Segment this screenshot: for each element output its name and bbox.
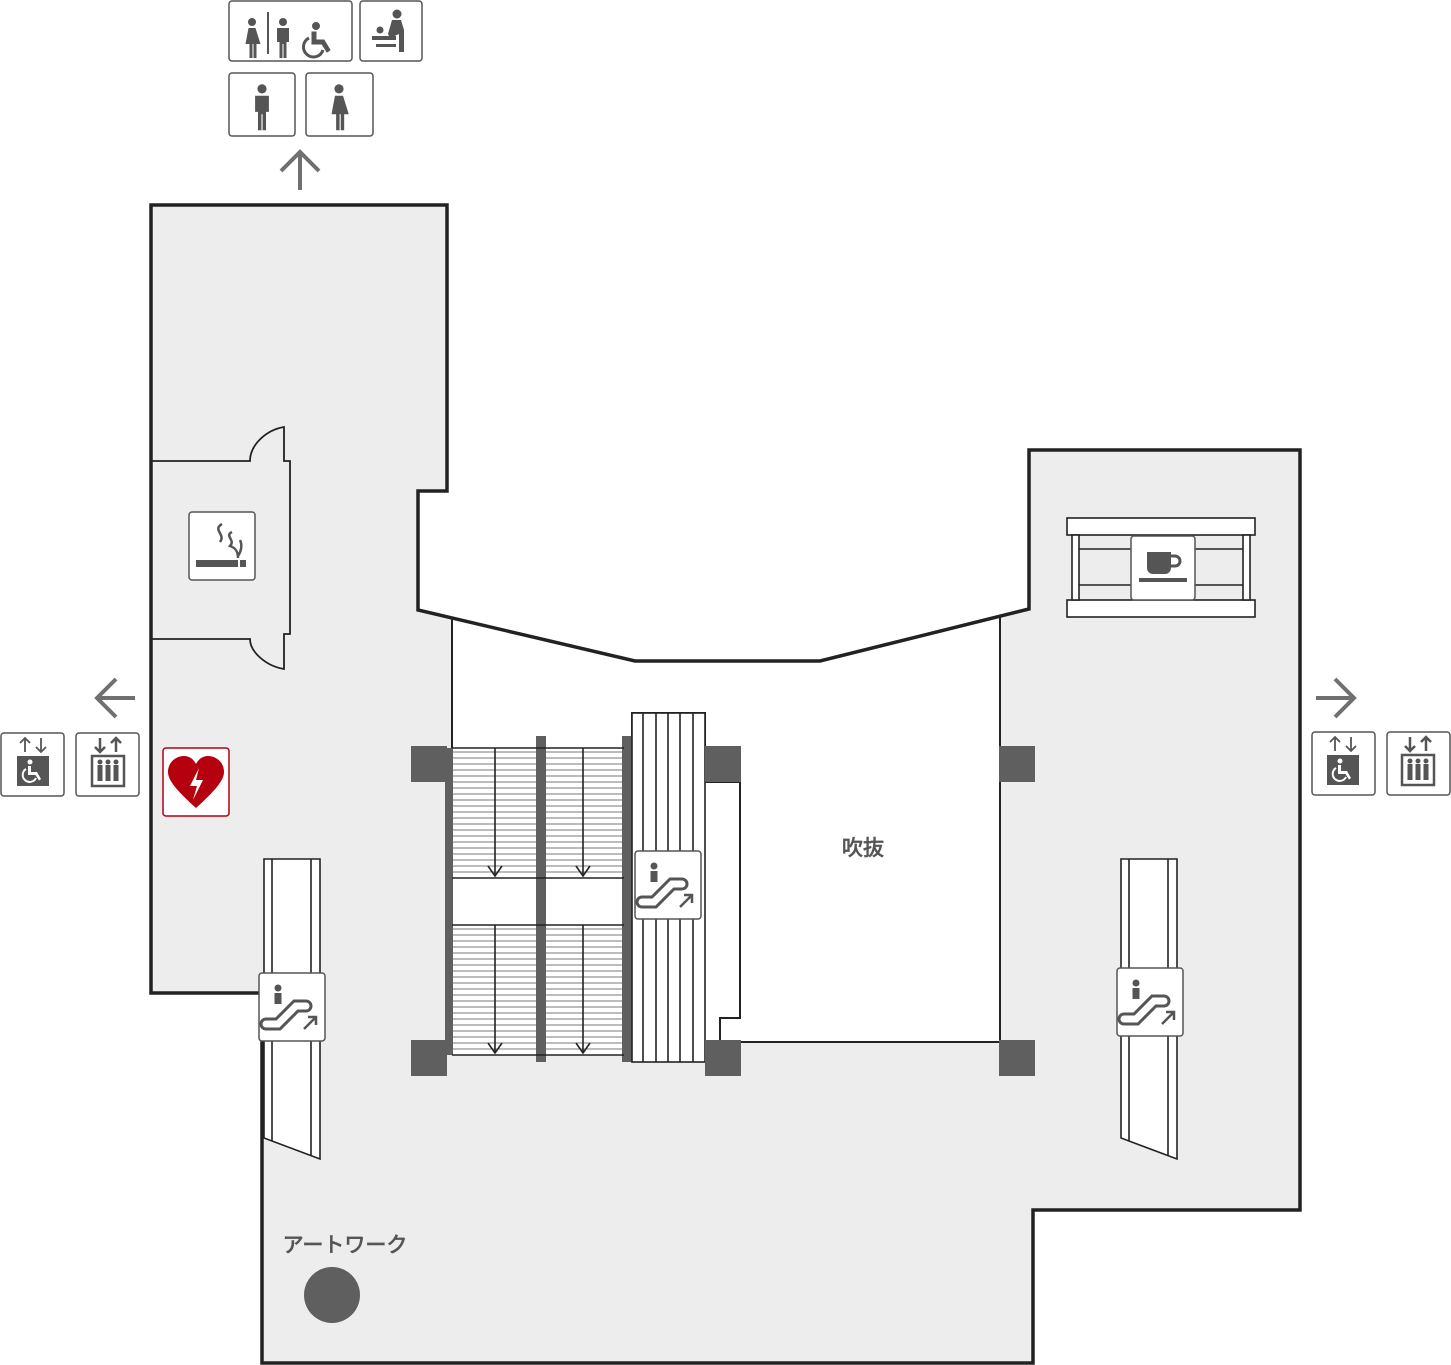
baby-changing-icon[interactable] xyxy=(359,0,423,62)
accessible-elevator-icon[interactable] xyxy=(1311,731,1376,796)
artwork-marker-icon[interactable] xyxy=(304,1267,360,1323)
staircase xyxy=(445,736,632,1062)
direction-arrow-left-icon xyxy=(94,677,135,719)
floor-area xyxy=(151,205,1300,1363)
restroom-multipurpose-icon[interactable] xyxy=(228,0,353,62)
aed-icon[interactable] xyxy=(162,747,230,817)
smoking-area-icon[interactable] xyxy=(188,511,256,581)
cafe-counter xyxy=(1066,517,1256,618)
artwork-label: アートワーク xyxy=(283,1233,408,1257)
elevator-icon[interactable] xyxy=(75,732,140,797)
void-label: 吹抜 xyxy=(842,836,885,860)
escalator-icon[interactable] xyxy=(1116,967,1184,1037)
escalator-icon[interactable] xyxy=(634,850,702,920)
cafe-icon[interactable] xyxy=(1130,535,1196,601)
accessible-elevator-icon[interactable] xyxy=(0,732,65,797)
smoking-room xyxy=(151,425,291,671)
outer-walls xyxy=(149,203,1302,1365)
direction-arrow-right-icon xyxy=(1316,677,1357,719)
elevator-icon[interactable] xyxy=(1386,731,1451,796)
escalator-icon[interactable] xyxy=(258,972,326,1042)
direction-arrow-up-icon xyxy=(279,149,321,190)
pillars xyxy=(411,746,1035,1076)
mens-restroom-icon[interactable] xyxy=(228,72,296,137)
womens-restroom-icon[interactable] xyxy=(305,72,374,137)
